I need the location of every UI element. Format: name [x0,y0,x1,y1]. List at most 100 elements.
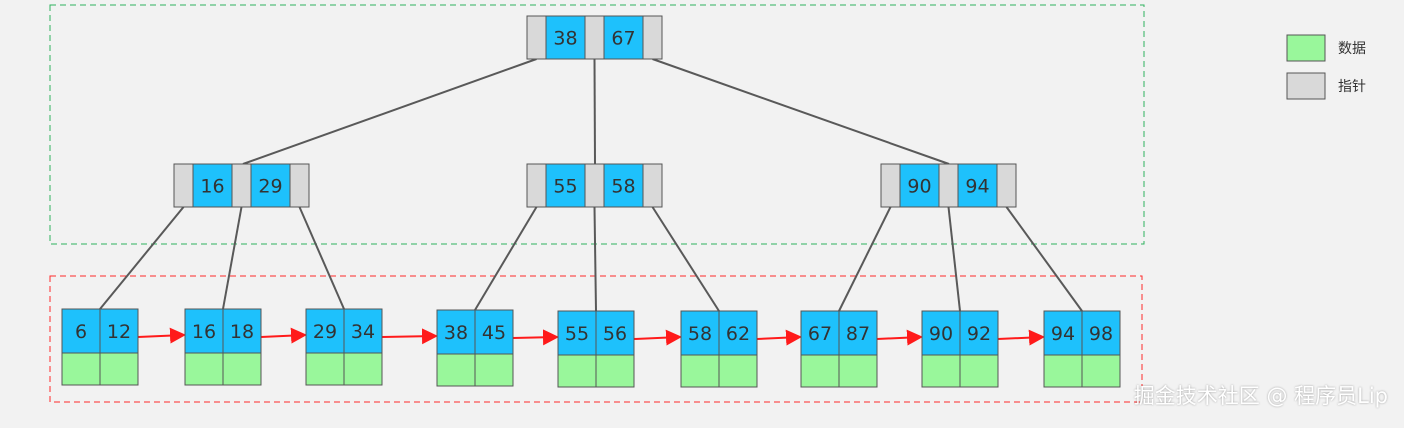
leaf-node-7: 67 87 [800,310,878,388]
pointer-cell [526,15,547,60]
internal-node-middle: 55 58 [526,163,663,208]
tree-edge [474,206,538,311]
data-cell [838,354,878,388]
data-cell [343,352,383,386]
key-cell [899,163,940,208]
data-cell [305,352,345,386]
key-cell [222,308,262,354]
pointer-cell [526,163,547,208]
key-label: 94 [1051,323,1075,345]
pointer-cell [938,163,959,208]
tree-edge [1005,206,1083,312]
data-cell [718,354,758,388]
leaf-node-9: 94 98 [1043,310,1121,388]
legend-pointer-swatch [1286,72,1326,100]
key-label: 90 [907,176,931,198]
tree-edge [652,58,950,165]
key-cell [603,163,644,208]
pointer-cell [996,163,1017,208]
leaf-link-arrow [137,327,186,344]
leaf-link-arrow [512,329,559,346]
key-label: 12 [107,321,131,343]
key-label: 6 [75,321,87,343]
legend-pointer-label: 指针 [1338,79,1366,95]
key-label: 94 [965,176,989,198]
leaf-link-arrow [381,328,438,345]
key-cell [250,163,291,208]
tree-edge [99,206,185,310]
data-cell [800,354,840,388]
legend-data-label: 数据 [1338,41,1366,57]
data-cell [557,354,597,388]
tree-edge [593,58,596,165]
data-cell [595,354,635,388]
data-cell [1081,354,1121,388]
tree-edges [99,58,1083,312]
key-cell [343,308,383,354]
pointer-cell [231,163,252,208]
leaf-node-3: 29 34 [305,308,383,386]
tree-edge [651,206,720,312]
key-label: 34 [351,321,375,343]
leaf-node-4: 38 45 [436,309,514,387]
leaf-node-6: 58 62 [680,310,758,388]
key-cell [436,309,476,355]
leaf-link-arrow [876,329,923,346]
key-label: 67 [611,28,635,50]
legend-data-swatch [1286,34,1326,62]
key-label: 18 [230,321,254,343]
tree-edge [947,206,961,312]
leaf-link-arrow [633,329,682,346]
tree-edge [298,206,345,310]
key-label: 62 [726,323,750,345]
key-cell [800,310,840,356]
key-label: 67 [808,323,832,345]
pointer-cell [584,15,605,60]
pointer-cell [173,163,194,208]
tree-edge [838,206,892,312]
data-cell [1043,354,1083,388]
data-cell [436,353,476,387]
root-node: 38 67 [526,15,663,60]
key-label: 38 [444,322,468,344]
leaf-links [137,327,1045,346]
key-label: 98 [1089,323,1113,345]
data-cell [959,354,999,388]
key-label: 90 [929,323,953,345]
key-label: 56 [603,323,627,345]
key-label: 58 [688,323,712,345]
leaf-link-arrow [997,329,1045,346]
key-label: 55 [553,176,577,198]
pointer-cell [642,15,663,60]
key-label: 38 [553,28,577,50]
key-cell [99,308,139,354]
data-cell [99,352,139,386]
key-label: 87 [846,323,870,345]
key-cell [959,310,999,356]
key-label: 55 [565,323,589,345]
tree-edge [593,206,597,312]
data-cell [474,353,514,387]
key-label: 58 [611,176,635,198]
internal-node-right: 90 94 [880,163,1017,208]
pointer-cell [584,163,605,208]
leaf-link-arrow [260,327,307,344]
data-cell [184,352,224,386]
pointer-cell [880,163,901,208]
key-cell [305,308,345,354]
key-cell [545,163,586,208]
key-label: 29 [313,321,337,343]
key-label: 45 [482,322,506,344]
data-cell [921,354,961,388]
key-cell [545,15,586,60]
key-label: 29 [258,176,282,198]
data-cell [222,352,262,386]
pointer-cell [289,163,310,208]
leaf-node-5: 55 56 [557,310,635,388]
data-cell [680,354,720,388]
